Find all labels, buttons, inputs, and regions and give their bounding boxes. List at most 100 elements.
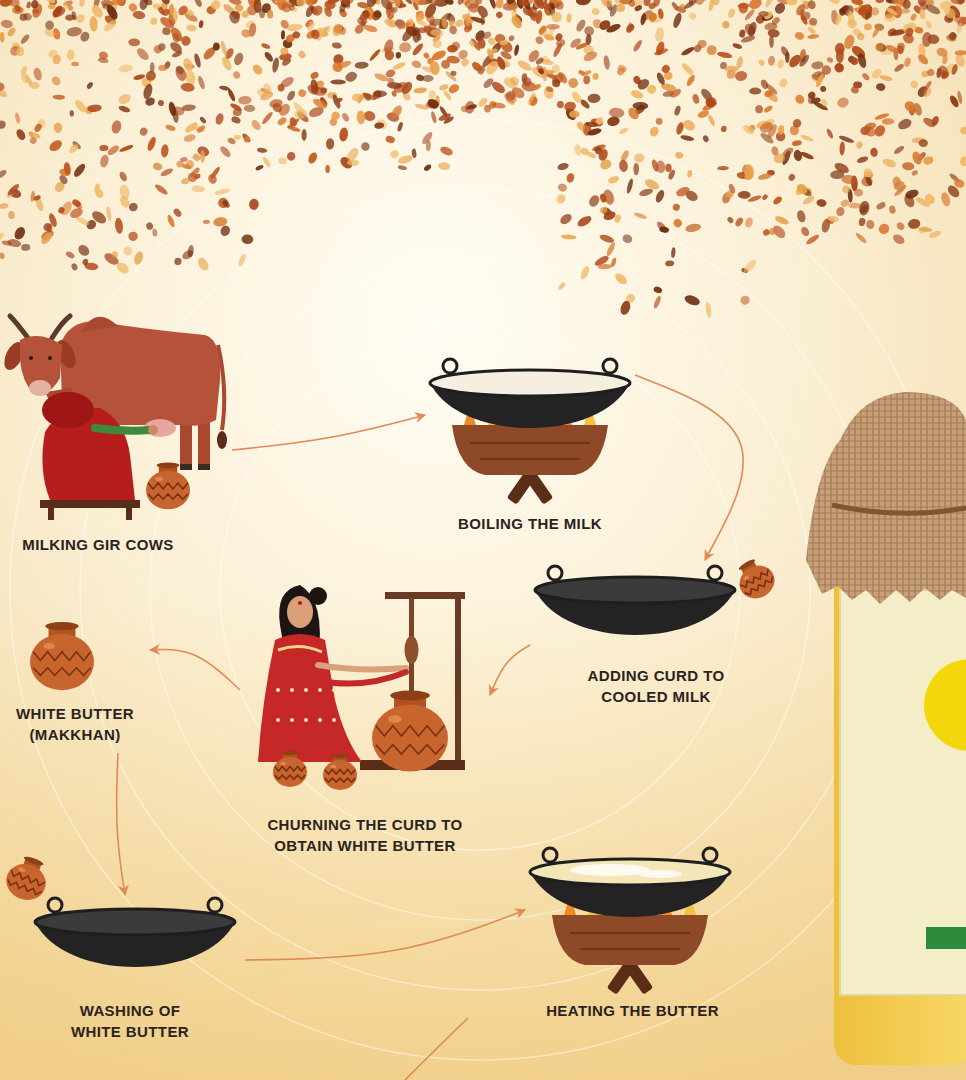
autumn-leaves: [535, 10, 544, 25]
gir-cow: [10, 316, 28, 338]
autumn-leaves: [680, 134, 695, 142]
autumn-leaves: [843, 34, 856, 51]
autumn-leaves: [22, 11, 33, 21]
autumn-leaves: [279, 75, 296, 89]
autumn-leaves: [320, 87, 328, 94]
autumn-leaves: [48, 4, 56, 9]
process-step: ADDING CURD TO COOLED MILK: [530, 560, 785, 715]
autumn-leaves: [922, 116, 937, 129]
autumn-leaves: [578, 69, 586, 76]
autumn-leaves: [198, 20, 204, 28]
autumn-leaves: [850, 86, 860, 95]
autumn-leaves: [269, 98, 284, 109]
iron-wok: [48, 898, 62, 912]
gir-cow: [217, 431, 227, 449]
gir-cow: [48, 356, 52, 360]
autumn-leaves: [411, 59, 423, 69]
autumn-leaves: [135, 46, 151, 62]
autumn-leaves: [643, 0, 652, 7]
autumn-leaves: [183, 133, 197, 143]
autumn-leaves: [648, 12, 658, 23]
autumn-leaves: [743, 22, 758, 38]
autumn-leaves: [119, 144, 135, 153]
autumn-leaves: [114, 217, 124, 234]
autumn-leaves: [922, 87, 933, 99]
autumn-leaves: [221, 199, 231, 209]
autumn-leaves: [232, 51, 245, 66]
autumn-leaves: [799, 0, 808, 6]
clay-pot: [372, 691, 448, 772]
autumn-leaves: [833, 161, 851, 175]
autumn-leaves: [414, 103, 428, 111]
autumn-leaves: [606, 115, 620, 127]
autumn-leaves: [717, 166, 729, 171]
autumn-leaves: [552, 42, 564, 58]
autumn-leaves: [841, 184, 852, 195]
autumn-leaves: [672, 203, 681, 212]
autumn-leaves: [99, 154, 110, 168]
autumn-leaves: [653, 47, 669, 57]
autumn-leaves: [306, 83, 321, 97]
autumn-leaves: [532, 83, 542, 91]
autumn-leaves: [240, 28, 251, 39]
autumn-leaves: [838, 134, 855, 144]
autumn-leaves: [52, 54, 62, 65]
autumn-leaves: [240, 9, 250, 19]
outgoing-arrow: [405, 1018, 468, 1080]
autumn-leaves: [607, 175, 620, 186]
autumn-leaves: [557, 162, 570, 171]
iron-wok: [208, 898, 222, 912]
autumn-leaves: [602, 188, 616, 206]
autumn-leaves: [118, 105, 131, 114]
autumn-leaves: [671, 247, 676, 258]
autumn-leaves: [895, 221, 906, 232]
clay-pot: [6, 879, 41, 896]
iron-wok: [535, 577, 735, 603]
clay-stove: [470, 443, 590, 459]
iron-wok: [443, 359, 457, 373]
autumn-leaves: [902, 162, 915, 171]
autumn-leaves: [146, 136, 157, 152]
autumn-leaves: [180, 35, 192, 47]
autumn-leaves: [232, 70, 241, 80]
autumn-leaves: [732, 42, 743, 49]
autumn-leaves: [261, 156, 271, 169]
autumn-leaves: [787, 173, 796, 182]
autumn-leaves: [89, 16, 98, 32]
autumn-leaves: [625, 22, 636, 34]
autumn-leaves: [897, 43, 905, 51]
autumn-leaves: [870, 67, 883, 80]
iron-wok: [35, 898, 235, 967]
autumn-leaves: [856, 32, 865, 41]
autumn-leaves: [341, 112, 350, 123]
autumn-leaves: [6, 182, 21, 196]
autumn-leaves: [138, 0, 149, 11]
churning-woman: [290, 688, 294, 692]
autumn-leaves: [518, 0, 528, 6]
autumn-leaves: [90, 3, 105, 19]
autumn-leaves: [798, 53, 811, 68]
autumn-leaves: [39, 231, 54, 246]
autumn-leaves: [926, 68, 936, 78]
autumn-leaves: [557, 101, 564, 109]
autumn-leaves: [309, 71, 319, 81]
autumn-leaves: [14, 4, 22, 13]
autumn-leaves: [685, 74, 696, 87]
autumn-leaves: [508, 75, 520, 88]
autumn-leaves: [865, 176, 874, 187]
step-caption: WHITE BUTTER (MAKKHAN): [4, 703, 146, 745]
autumn-leaves: [951, 63, 959, 75]
autumn-leaves: [374, 117, 389, 131]
autumn-leaves: [835, 206, 845, 217]
autumn-leaves: [199, 116, 207, 125]
ghee-jar: [840, 590, 966, 995]
clay-pot: [388, 715, 402, 723]
autumn-leaves: [448, 19, 456, 27]
autumn-leaves: [549, 10, 564, 24]
autumn-leaves: [47, 138, 63, 153]
autumn-leaves: [214, 188, 231, 196]
autumn-leaves: [757, 172, 772, 181]
autumn-leaves: [613, 214, 622, 224]
autumn-leaves: [399, 42, 411, 52]
autumn-leaves: [777, 59, 785, 69]
